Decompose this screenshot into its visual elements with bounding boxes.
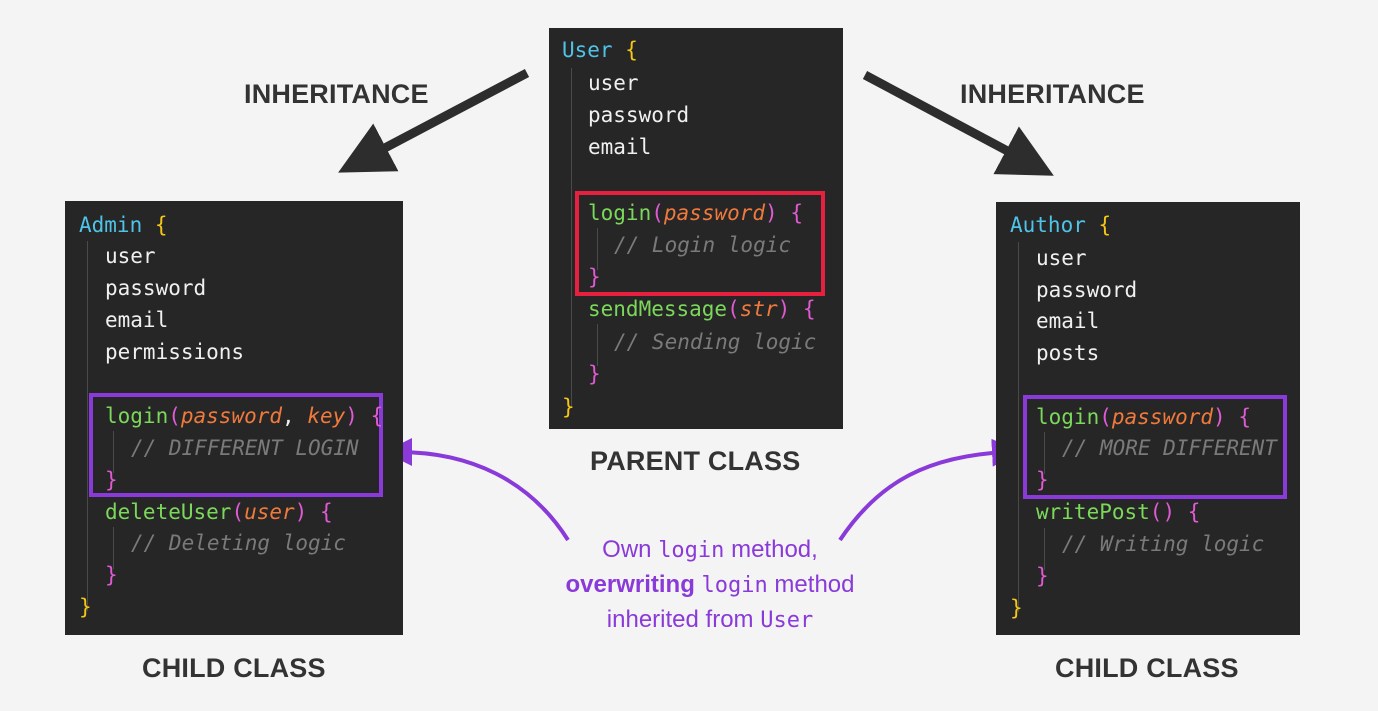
inheritance-label-right: INHERITANCE — [960, 79, 1145, 109]
override-arrow-right — [838, 438, 1020, 542]
field: password — [1036, 278, 1138, 302]
field: password — [588, 103, 690, 127]
method-comment: // Login logic — [614, 233, 792, 257]
indent-guide — [571, 68, 572, 408]
indent-guide — [597, 228, 598, 270]
method-comment: // DIFFERENT LOGIN — [131, 436, 359, 460]
note-line: Own login method, — [602, 536, 818, 563]
override-note: Own login method, overwriting login meth… — [520, 533, 900, 638]
indent-guide — [597, 324, 598, 366]
field: posts — [1036, 341, 1100, 365]
parent-class-panel: User { user password email login(passwor… — [549, 28, 843, 429]
admin-login-highlight — [89, 393, 383, 497]
open-brace: { — [625, 38, 638, 62]
method-name: login — [1036, 405, 1100, 429]
author-class-panel: Author { user password email posts login… — [996, 202, 1300, 635]
method-signature: login(password, key) { — [105, 404, 384, 428]
method-name: deleteUser — [105, 500, 232, 524]
method-close-brace: } — [1036, 468, 1049, 492]
field: permissions — [105, 340, 245, 364]
open-brace: { — [1098, 213, 1112, 237]
method-name: login — [588, 201, 652, 225]
close-brace: } — [562, 395, 575, 419]
close-brace: } — [1010, 596, 1023, 620]
class-name: Author — [1010, 213, 1086, 237]
child-class-label-left: CHILD CLASS — [142, 653, 326, 683]
field: email — [588, 135, 652, 159]
method-signature: login(password) { — [588, 201, 803, 225]
override-arrow-left — [384, 438, 570, 542]
field: user — [105, 244, 156, 268]
method-close-brace: } — [105, 563, 118, 587]
inheritance-label-left: INHERITANCE — [244, 79, 429, 109]
method-close-brace: } — [105, 468, 118, 492]
method-close-brace: } — [1036, 564, 1049, 588]
method-comment: // Sending logic — [614, 330, 817, 354]
method-param: str — [739, 297, 778, 321]
method-signature: login(password) { — [1036, 405, 1251, 429]
method-signature: sendMessage(str) { — [588, 297, 816, 321]
method-name: writePost — [1036, 500, 1150, 524]
method-close-brace: } — [588, 362, 601, 386]
class-header: User { — [562, 34, 638, 66]
method-param: key — [307, 404, 346, 428]
class-name: Admin — [79, 213, 143, 237]
parent-class-label: PARENT CLASS — [590, 446, 801, 476]
admin-class-panel: Admin { user password email permissions … — [65, 201, 403, 635]
author-login-highlight — [1023, 395, 1287, 499]
field: password — [105, 276, 207, 300]
indent-guide — [113, 527, 114, 569]
indent-guide — [87, 241, 88, 611]
method-comment: // Deleting logic — [131, 531, 346, 555]
child-class-label-right: CHILD CLASS — [1055, 653, 1239, 683]
method-close-brace: } — [588, 265, 601, 289]
class-header: Admin { — [79, 209, 168, 241]
class-name: User — [562, 38, 613, 62]
method-name: sendMessage — [588, 297, 728, 321]
note-line: inherited from User — [606, 606, 814, 633]
method-signature: writePost() { — [1036, 500, 1201, 524]
method-param: password — [663, 201, 766, 225]
method-param: password — [180, 404, 283, 428]
field: email — [105, 308, 169, 332]
note-bold: overwriting — [565, 571, 695, 598]
open-brace: { — [154, 213, 168, 237]
class-header: Author { — [1010, 209, 1111, 241]
field: email — [1036, 309, 1100, 333]
close-brace: } — [79, 595, 92, 619]
note-line: overwriting login method — [565, 571, 855, 598]
inheritance-arrow-left — [338, 69, 530, 173]
note-code: User — [760, 608, 814, 633]
method-param: user — [244, 500, 295, 524]
field: user — [588, 71, 639, 95]
method-name: login — [105, 404, 169, 428]
method-comment: // Writing logic — [1062, 532, 1265, 556]
note-code: login — [658, 538, 725, 563]
indent-guide — [1018, 242, 1019, 612]
indent-guide — [113, 431, 114, 473]
note-code: login — [701, 573, 768, 598]
parent-login-highlight — [575, 191, 825, 296]
inheritance-arrow-right — [862, 71, 1054, 176]
method-param: password — [1111, 405, 1214, 429]
method-comment: // MORE DIFFERENT — [1062, 436, 1277, 460]
indent-guide — [1044, 528, 1045, 570]
field: user — [1036, 246, 1087, 270]
method-signature: deleteUser(user) { — [105, 500, 333, 524]
indent-guide — [1044, 432, 1045, 474]
